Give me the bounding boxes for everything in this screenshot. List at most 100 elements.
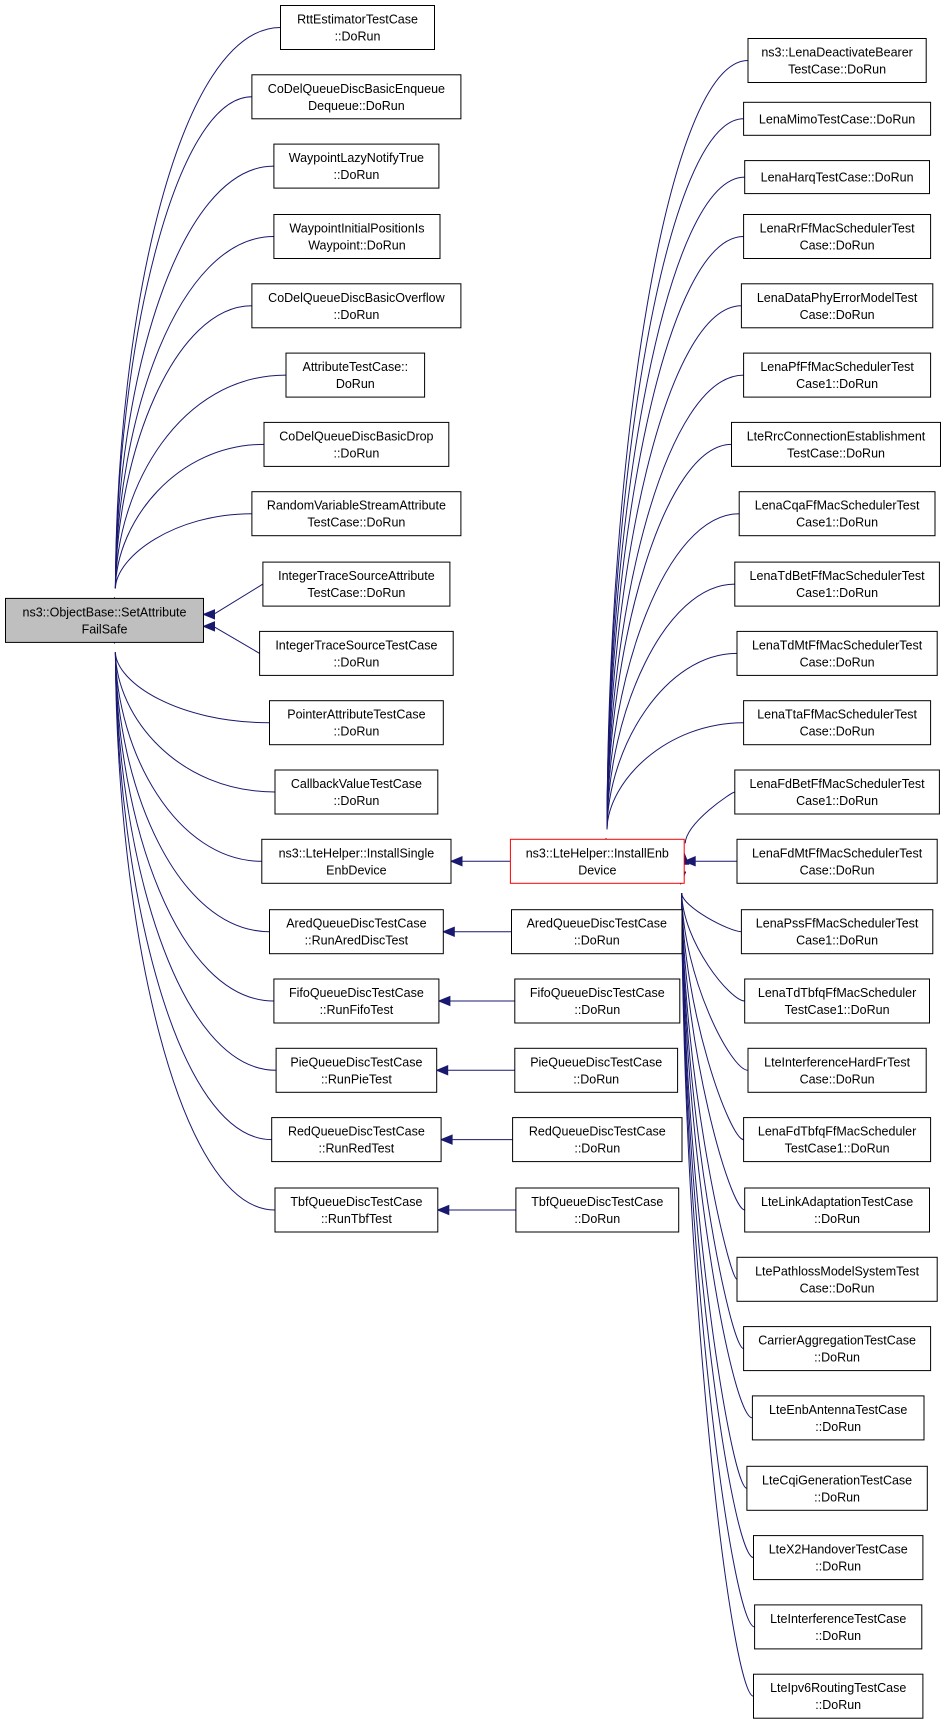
node-pie_run[interactable]: PieQueueDiscTestCase::DoRun <box>514 1047 679 1093</box>
node-box[interactable] <box>273 143 440 189</box>
node-box[interactable] <box>746 1465 928 1511</box>
node-its[interactable]: IntegerTraceSourceTestCase::DoRun <box>259 630 454 676</box>
node-box[interactable] <box>744 1187 931 1233</box>
node-box[interactable] <box>743 101 932 136</box>
node-box[interactable] <box>269 700 444 746</box>
node-box[interactable] <box>514 978 681 1024</box>
node-box[interactable] <box>743 352 932 398</box>
node-red_run[interactable]: RedQueueDiscTestCase::DoRun <box>512 1117 683 1163</box>
node-box[interactable] <box>747 1047 927 1093</box>
node-box[interactable] <box>512 1117 683 1163</box>
node-attr[interactable]: AttributeTestCase::DoRun <box>285 352 426 398</box>
node-box[interactable] <box>5 597 204 643</box>
node-box[interactable] <box>753 1535 924 1581</box>
node-red[interactable]: RedQueueDiscTestCase::RunRedTest <box>271 1117 442 1163</box>
node-r24[interactable]: LteInterferenceTestCase::DoRun <box>754 1604 923 1650</box>
node-box[interactable] <box>509 838 685 884</box>
node-box[interactable] <box>734 561 940 607</box>
node-its_attr[interactable]: IntegerTraceSourceAttributeTestCase::DoR… <box>262 561 451 607</box>
node-box[interactable] <box>274 769 439 815</box>
node-box[interactable] <box>261 838 452 884</box>
node-tbf_run[interactable]: TbfQueueDiscTestCase::DoRun <box>515 1187 680 1233</box>
node-box[interactable] <box>263 421 450 467</box>
node-box[interactable] <box>259 630 454 676</box>
node-box[interactable] <box>734 769 940 815</box>
node-box[interactable] <box>514 1047 679 1093</box>
node-fifo[interactable]: FifoQueueDiscTestCase::RunFifoTest <box>273 978 440 1024</box>
node-r25[interactable]: LteIpv6RoutingTestCase::DoRun <box>753 1673 924 1719</box>
node-box[interactable] <box>747 38 927 83</box>
node-box[interactable] <box>751 1395 925 1441</box>
node-box[interactable] <box>743 1326 932 1372</box>
node-fifo_run[interactable]: FifoQueueDiscTestCase::DoRun <box>514 978 681 1024</box>
node-box[interactable] <box>754 1604 923 1650</box>
node-r7[interactable]: LteRrcConnectionEstablishmentTestCase::D… <box>731 421 941 467</box>
node-box[interactable] <box>743 1117 932 1163</box>
node-box[interactable] <box>743 214 932 259</box>
node-r22[interactable]: LteCqiGenerationTestCase::DoRun <box>746 1465 928 1511</box>
node-box[interactable] <box>736 838 938 884</box>
node-box[interactable] <box>274 1187 439 1233</box>
node-box[interactable] <box>744 978 931 1024</box>
node-box[interactable] <box>275 1047 438 1093</box>
node-r23[interactable]: LteX2HandoverTestCase::DoRun <box>753 1535 924 1581</box>
node-box[interactable] <box>515 1187 680 1233</box>
node-r21[interactable]: LteEnbAntennaTestCase::DoRun <box>751 1395 925 1441</box>
node-box[interactable] <box>740 909 934 955</box>
node-box[interactable] <box>743 700 932 746</box>
node-box[interactable] <box>251 283 462 329</box>
node-wp_lazy[interactable]: WaypointLazyNotifyTrue::DoRun <box>273 143 440 189</box>
node-box[interactable] <box>280 5 435 50</box>
node-tbf[interactable]: TbfQueueDiscTestCase::RunTbfTest <box>274 1187 439 1233</box>
node-box[interactable] <box>251 74 462 120</box>
node-cb[interactable]: CallbackValueTestCase::DoRun <box>274 769 439 815</box>
node-box[interactable] <box>744 160 931 195</box>
node-box[interactable] <box>271 1117 442 1163</box>
node-ptr[interactable]: PointerAttributeTestCase::DoRun <box>269 700 444 746</box>
node-r20[interactable]: CarrierAggregationTestCase::DoRun <box>743 1326 932 1372</box>
node-box[interactable] <box>740 283 934 329</box>
node-box[interactable] <box>273 978 440 1024</box>
node-box[interactable] <box>511 909 683 955</box>
node-box[interactable] <box>273 214 441 259</box>
node-box[interactable] <box>753 1673 924 1719</box>
node-r18[interactable]: LteLinkAdaptationTestCase::DoRun <box>744 1187 931 1233</box>
node-r2[interactable]: LenaMimoTestCase::DoRun <box>743 101 932 136</box>
node-ared[interactable]: AredQueueDiscTestCase::RunAredDiscTest <box>269 909 444 955</box>
node-ared_run[interactable]: AredQueueDiscTestCase::DoRun <box>511 909 683 955</box>
node-codel_drop[interactable]: CoDelQueueDiscBasicDrop::DoRun <box>263 421 450 467</box>
node-rvs[interactable]: RandomVariableStreamAttributeTestCase::D… <box>251 491 462 537</box>
node-box[interactable] <box>731 421 941 467</box>
node-box[interactable] <box>285 352 426 398</box>
node-box[interactable] <box>736 1256 938 1302</box>
node-rtt[interactable]: RttEstimatorTestCase::DoRun <box>280 5 435 50</box>
node-r3[interactable]: LenaHarqTestCase::DoRun <box>744 160 931 195</box>
node-box[interactable] <box>251 491 462 537</box>
node-box[interactable] <box>738 491 936 537</box>
node-box[interactable] <box>736 630 938 676</box>
node-box[interactable] <box>269 909 444 955</box>
node-box[interactable] <box>262 561 451 607</box>
node-pie[interactable]: PieQueueDiscTestCase::RunPieTest <box>275 1047 438 1093</box>
node-codel_over[interactable]: CoDelQueueDiscBasicOverflow::DoRun <box>251 283 462 329</box>
